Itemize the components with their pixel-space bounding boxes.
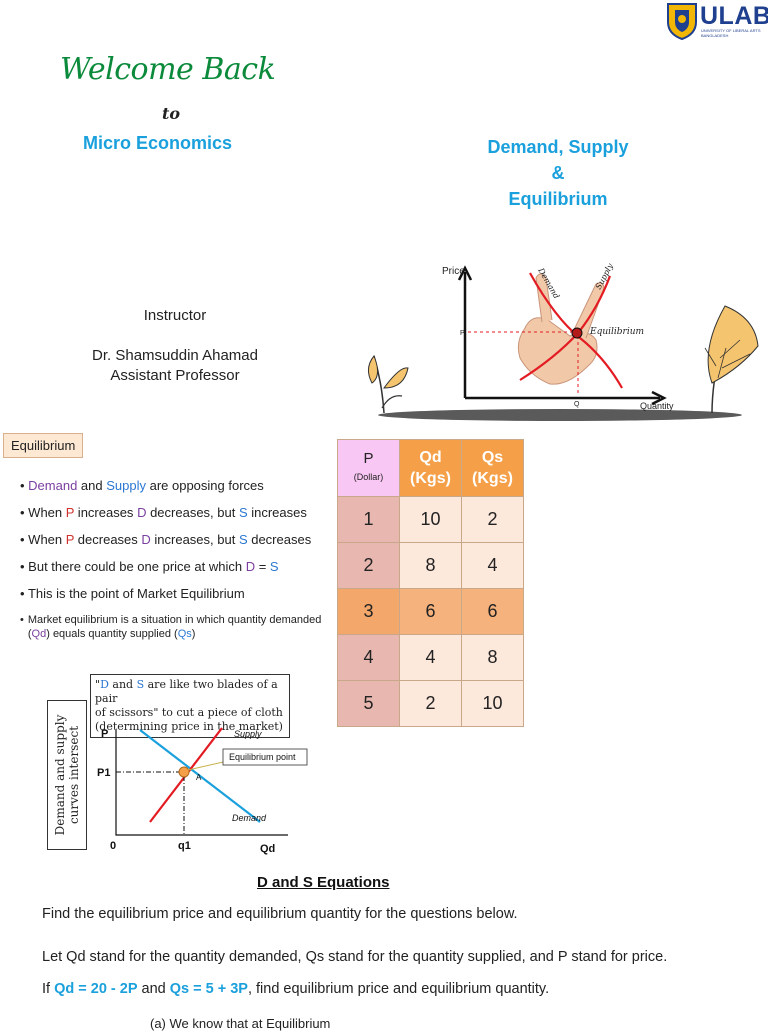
- supply-label: Supply: [594, 262, 615, 291]
- demand-line-label: Demand: [232, 813, 267, 823]
- equilibrium-point-dot: [178, 766, 190, 778]
- axis-q1-label: q1: [178, 840, 191, 852]
- q-label: Q: [574, 401, 580, 408]
- equilibrium-point-label: Equilibrium point: [229, 752, 296, 762]
- bullet-3: • When P decreases D increases, but S de…: [20, 532, 312, 547]
- point-a-label: A: [196, 773, 202, 782]
- header-qs: Qs(Kgs): [461, 439, 524, 497]
- instructor-block: Instructor Dr. Shamsuddin Ahamad Assista…: [80, 306, 270, 386]
- ulab-logo: ULAB UNIVERSITY OF LIBERAL ARTS BANGLADE…: [666, 2, 768, 41]
- p-label: P: [460, 330, 465, 337]
- scissors-quote-box: "D and S are like two blades of a pair o…: [90, 674, 290, 738]
- logo-name: ULAB: [700, 2, 768, 30]
- equations-line-3: If Qd = 20 - 2P and Qs = 5 + 3P, find eq…: [42, 981, 550, 997]
- equations-header: D and S Equations: [257, 874, 390, 891]
- side-label: Demand and supply curves intersect: [53, 714, 81, 836]
- side-label-box: Demand and supply curves intersect: [47, 700, 87, 850]
- logo-subtitle: UNIVERSITY OF LIBERAL ARTS BANGLADESH: [701, 28, 761, 38]
- welcome-title: Welcome Back: [60, 52, 276, 87]
- equilibrium-label: Equilibrium: [589, 327, 644, 337]
- axis-qd-label: Qd: [260, 843, 275, 855]
- equations-line-1: Find the equilibrium price and equilibri…: [42, 906, 518, 922]
- price-axis-label: Price: [442, 266, 465, 277]
- topic-title: Demand, Supply & Equilibrium: [460, 134, 656, 212]
- plant-right-icon: [704, 305, 759, 414]
- demand-line: [139, 729, 261, 823]
- bullet-6: •Market equilibrium is a situation in wh…: [20, 614, 322, 640]
- bullet-5: • This is the point of Market Equilibriu…: [20, 586, 245, 601]
- topic-line-3: Equilibrium: [508, 189, 608, 209]
- header-qd: Qd(Kgs): [399, 439, 462, 497]
- section-label: Equilibrium: [3, 433, 84, 458]
- topic-line-1: Demand, Supply: [487, 137, 629, 157]
- ground-shadow: [378, 409, 742, 421]
- bullet-2: • When P increases D decreases, but S in…: [20, 505, 307, 520]
- equilibrium-dot: [571, 327, 583, 339]
- table-header-row: P(Dollar) Qd(Kgs) Qs(Kgs): [337, 439, 524, 497]
- plant-left-icon: [368, 355, 409, 414]
- supply-line-label: Supply: [234, 729, 262, 739]
- header-p: P(Dollar): [337, 439, 400, 497]
- instructor-name: Dr. Shamsuddin Ahamad: [92, 347, 258, 364]
- shield-icon: [667, 3, 697, 41]
- equations-line-2: Let Qd stand for the quantity demanded, …: [42, 949, 668, 965]
- course-title: Micro Economics: [83, 133, 233, 153]
- quantity-axis-label: Quantity: [640, 401, 674, 411]
- origin-label: 0: [110, 840, 116, 852]
- demand-curve: [529, 272, 623, 389]
- axis-p-label: P: [101, 728, 108, 740]
- axis-p1-label: P1: [97, 767, 110, 779]
- bullet-1: • Demand and Supply are opposing forces: [20, 478, 264, 493]
- hand-graph-illustration: Price Quantity P Q Equilibrium Demand Su…: [368, 262, 759, 421]
- instructor-label: Instructor: [143, 307, 207, 324]
- bullet-4: • But there could be one price at which …: [20, 559, 279, 574]
- instructor-position: Assistant Professor: [110, 367, 240, 384]
- bullet-list: • Demand and Supply are opposing forces …: [20, 478, 330, 641]
- scissors-graph: P P1 0 q1 Qd Supply Demand A Equilibrium…: [97, 727, 308, 855]
- to-label: to: [162, 104, 181, 123]
- topic-line-2: &: [551, 163, 565, 183]
